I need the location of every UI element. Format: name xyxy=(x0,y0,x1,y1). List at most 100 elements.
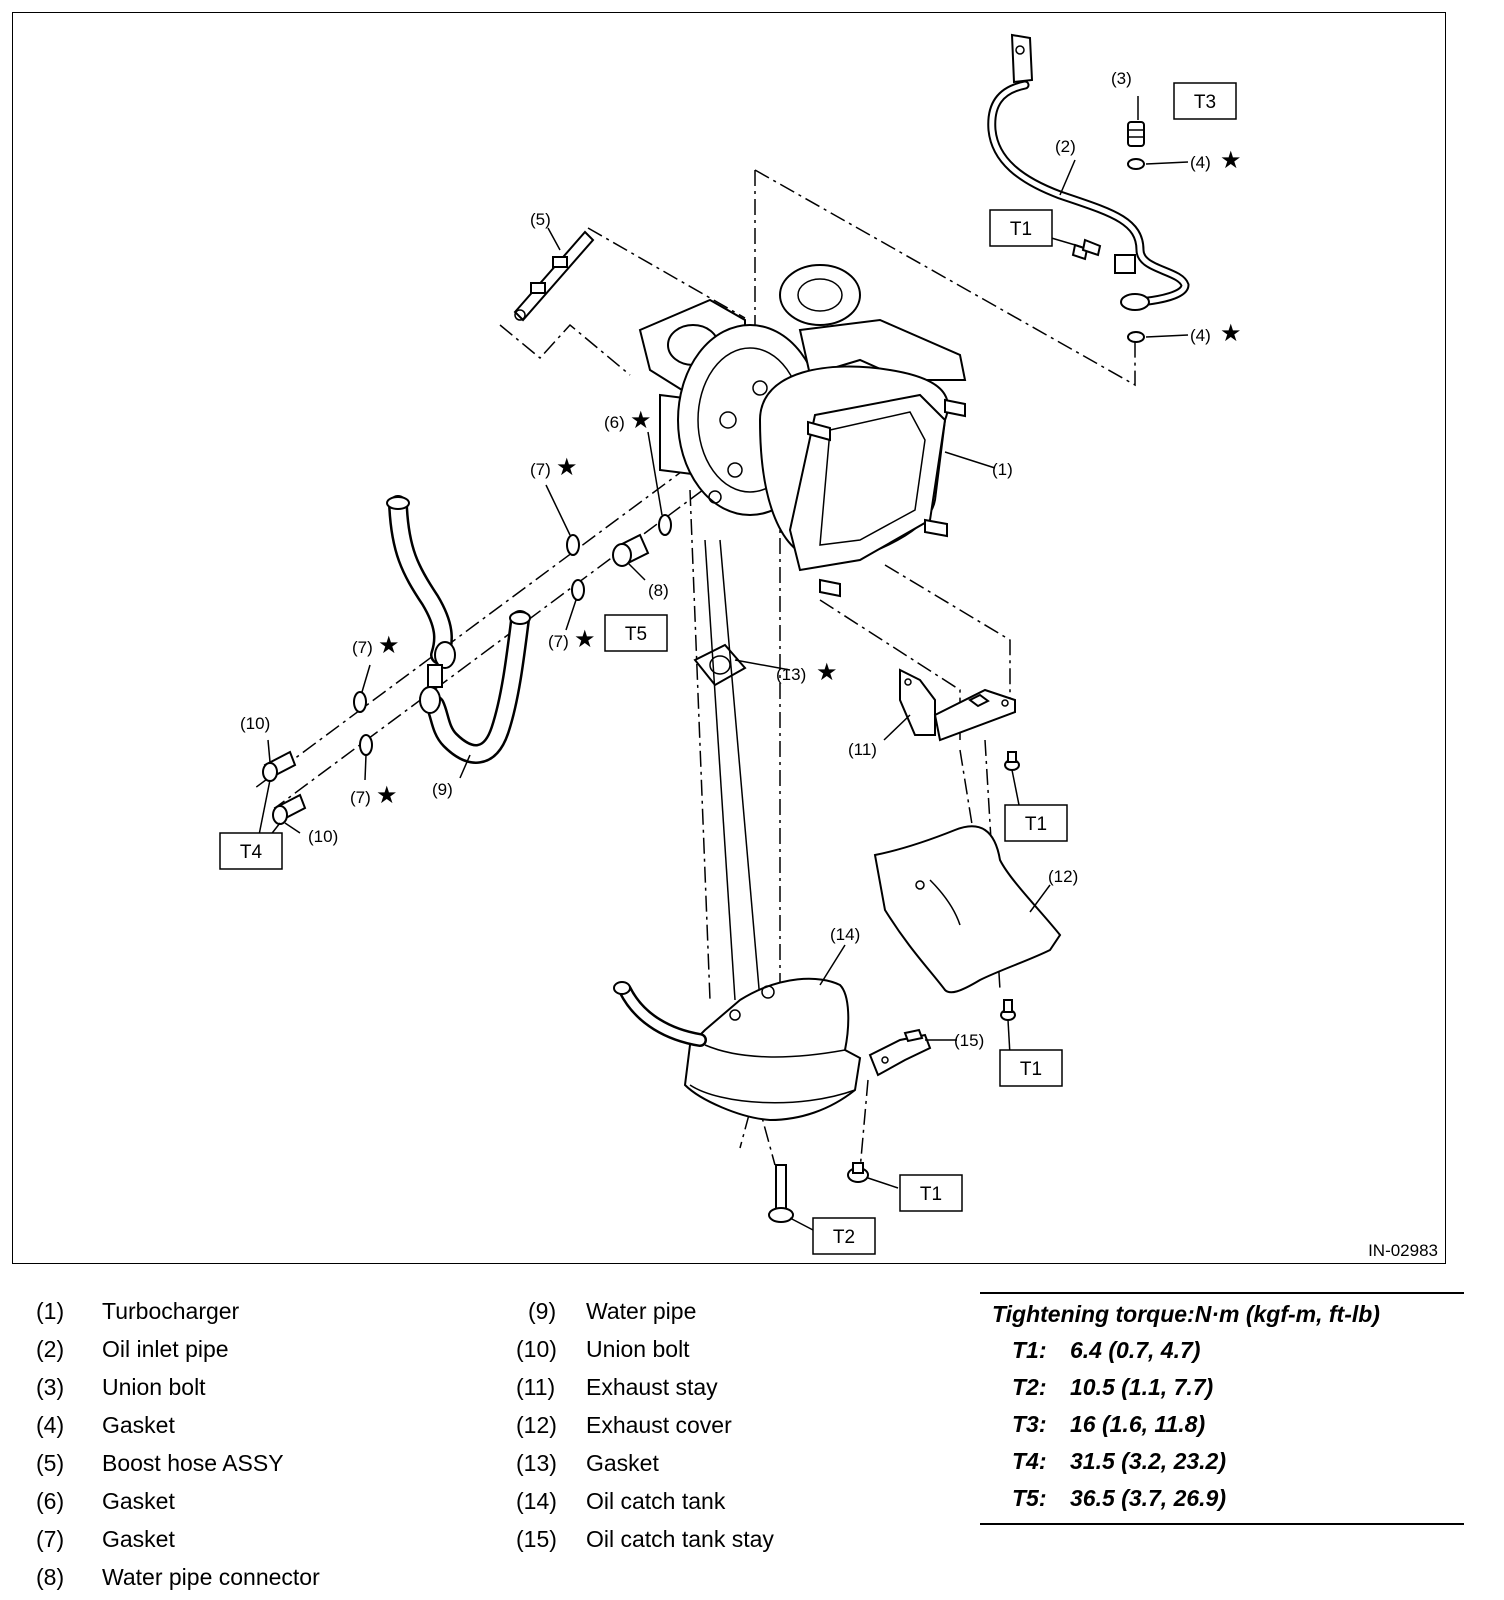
torque-boxes: T3 T1 T5 T4 T1 T1 T1 T2 xyxy=(219,82,1237,1255)
legend-column-2: (9)Water pipe (10)Union bolt (11)Exhaust… xyxy=(516,1292,774,1558)
legend-part-name: Gasket xyxy=(102,1525,175,1552)
legend-part-name: Gasket xyxy=(586,1449,659,1476)
svg-text:T3: T3 xyxy=(1194,92,1216,113)
legend-number: (1) xyxy=(36,1297,65,1324)
svg-text:T1: T1 xyxy=(1020,1059,1042,1080)
legend-part-name: Water pipe connector xyxy=(102,1563,320,1590)
oil-catch-tank xyxy=(613,977,862,1122)
legend-number: (6) xyxy=(36,1487,65,1514)
torque-value: 10.5 (1.1, 7.7) xyxy=(1070,1374,1214,1400)
bolt-t1-tank xyxy=(847,1162,869,1183)
diagram-frame xyxy=(12,12,1446,1264)
legend-part-name: Oil catch tank xyxy=(586,1487,726,1514)
legend-part-name: Gasket xyxy=(102,1487,175,1514)
torque-code: T4: xyxy=(1012,1448,1047,1474)
legend-number: (3) xyxy=(36,1373,65,1400)
torque-box-t2: T2 xyxy=(812,1217,876,1255)
oil-catch-tank-stay xyxy=(868,1028,932,1077)
legend-row: (12)Exhaust cover xyxy=(516,1406,774,1444)
torque-value: 6.4 (0.7, 4.7) xyxy=(1070,1337,1201,1363)
callout-8: (8) xyxy=(648,581,669,600)
gasket-4-lower xyxy=(1127,331,1145,343)
legend-number: (12) xyxy=(516,1411,557,1438)
exhaust-cover xyxy=(873,825,1062,994)
boost-hose-assy xyxy=(513,230,595,322)
torque-code: T3: xyxy=(1012,1411,1047,1437)
torque-box-t5: T5 xyxy=(604,614,668,652)
torque-code: T2: xyxy=(1012,1374,1047,1400)
legend-row: (7)Gasket xyxy=(36,1520,320,1558)
callout-1: (1) xyxy=(992,460,1013,479)
torque-table-title: Tightening torque:N·m (kgf-m, ft-lb) xyxy=(992,1300,1380,1327)
callout-11: (11) xyxy=(848,740,877,759)
torque-box-t1-pipe: T1 xyxy=(989,209,1053,247)
torque-value: 36.5 (3.7, 26.9) xyxy=(1070,1485,1226,1511)
callout-6: (6) xyxy=(604,413,625,432)
callout-7d: (7) xyxy=(350,788,371,807)
gasket-7d xyxy=(359,734,373,756)
water-pipe xyxy=(386,495,531,764)
exhaust-stay xyxy=(899,668,1016,742)
callout-4a: (4) xyxy=(1190,153,1211,172)
callout-5: (5) xyxy=(530,210,551,229)
torque-box-t4: T4 xyxy=(219,832,283,870)
legend-number: (10) xyxy=(516,1335,557,1362)
callout-3: (3) xyxy=(1111,69,1132,88)
legend-row: (5) Boost hose ASSY xyxy=(36,1444,320,1482)
star-7a: ★ xyxy=(556,453,578,481)
star-7b: ★ xyxy=(574,625,596,653)
legend-part-name: Boost hose ASSY xyxy=(102,1449,284,1476)
callout-4b: (4) xyxy=(1190,326,1211,345)
legend-row: (14)Oil catch tank xyxy=(516,1482,774,1520)
callout-labels: (1) (2) (3) (4) ★ (4) ★ (5) (6) ★ (7) ★ … xyxy=(240,69,1242,1050)
bolt-t1-pipe xyxy=(1081,238,1102,257)
torque-row: T3: 16 (1.6, 11.8) xyxy=(980,1406,1464,1443)
torque-box-t1-stay: T1 xyxy=(1004,804,1068,842)
legend-row: (13) Gasket xyxy=(516,1444,774,1482)
union-bolt-10b xyxy=(272,793,307,825)
oil-drain-pipe xyxy=(704,539,761,1001)
callout-7a: (7) xyxy=(530,460,551,479)
oil-inlet-pipe xyxy=(987,33,1190,311)
star-13: ★ xyxy=(816,658,838,686)
callout-7b: (7) xyxy=(548,632,569,651)
legend-row: (1)Turbocharger xyxy=(36,1292,320,1330)
legend-number: (4) xyxy=(36,1411,65,1438)
legend-row: (4)Gasket xyxy=(36,1406,320,1444)
svg-text:T1: T1 xyxy=(1025,814,1047,835)
legend-number: (11) xyxy=(516,1373,556,1400)
reference-code: IN-02983 xyxy=(1368,1241,1438,1260)
turbocharger xyxy=(638,264,967,598)
svg-text:T4: T4 xyxy=(240,842,263,863)
union-bolt-10a xyxy=(262,750,297,782)
torque-code: T1: xyxy=(1012,1337,1047,1363)
gasket-7a xyxy=(566,534,580,556)
star-7c: ★ xyxy=(378,631,400,659)
legend-row: (15) Oil catch tank stay xyxy=(516,1520,774,1558)
legend-row: (8)Water pipe connector xyxy=(36,1558,320,1596)
callout-2: (2) xyxy=(1055,137,1076,156)
callout-14: (14) xyxy=(830,925,860,944)
callout-10a: (10) xyxy=(240,714,270,733)
legend-number: (5) xyxy=(36,1449,65,1476)
legend-number: (13) xyxy=(516,1449,557,1476)
gasket-6 xyxy=(658,514,672,536)
callout-15: (15) xyxy=(954,1031,984,1050)
legend-row: (11)Exhaust stay xyxy=(516,1368,774,1406)
legend-part-name: Oil inlet pipe xyxy=(102,1335,229,1362)
torque-row: T2: 10.5 (1.1, 7.7) xyxy=(980,1369,1464,1406)
legend-row: (3)Union bolt xyxy=(36,1368,320,1406)
torque-row: T1: 6.4 (0.7, 4.7) xyxy=(980,1332,1464,1369)
legend-number: (15) xyxy=(516,1525,557,1552)
svg-text:T1: T1 xyxy=(1010,219,1032,240)
torque-table: Tightening torque:N·m (kgf-m, ft-lb) T1:… xyxy=(980,1292,1464,1525)
callout-9: (9) xyxy=(432,780,453,799)
long-bolt-t2 xyxy=(768,1164,794,1223)
callout-13: (13) xyxy=(776,665,806,684)
legend-part-name: Oil catch tank stay xyxy=(586,1525,774,1552)
callout-7c: (7) xyxy=(352,638,373,657)
torque-box-t3: T3 xyxy=(1173,82,1237,120)
star-6: ★ xyxy=(630,406,652,434)
torque-value: 16 (1.6, 11.8) xyxy=(1070,1411,1206,1437)
